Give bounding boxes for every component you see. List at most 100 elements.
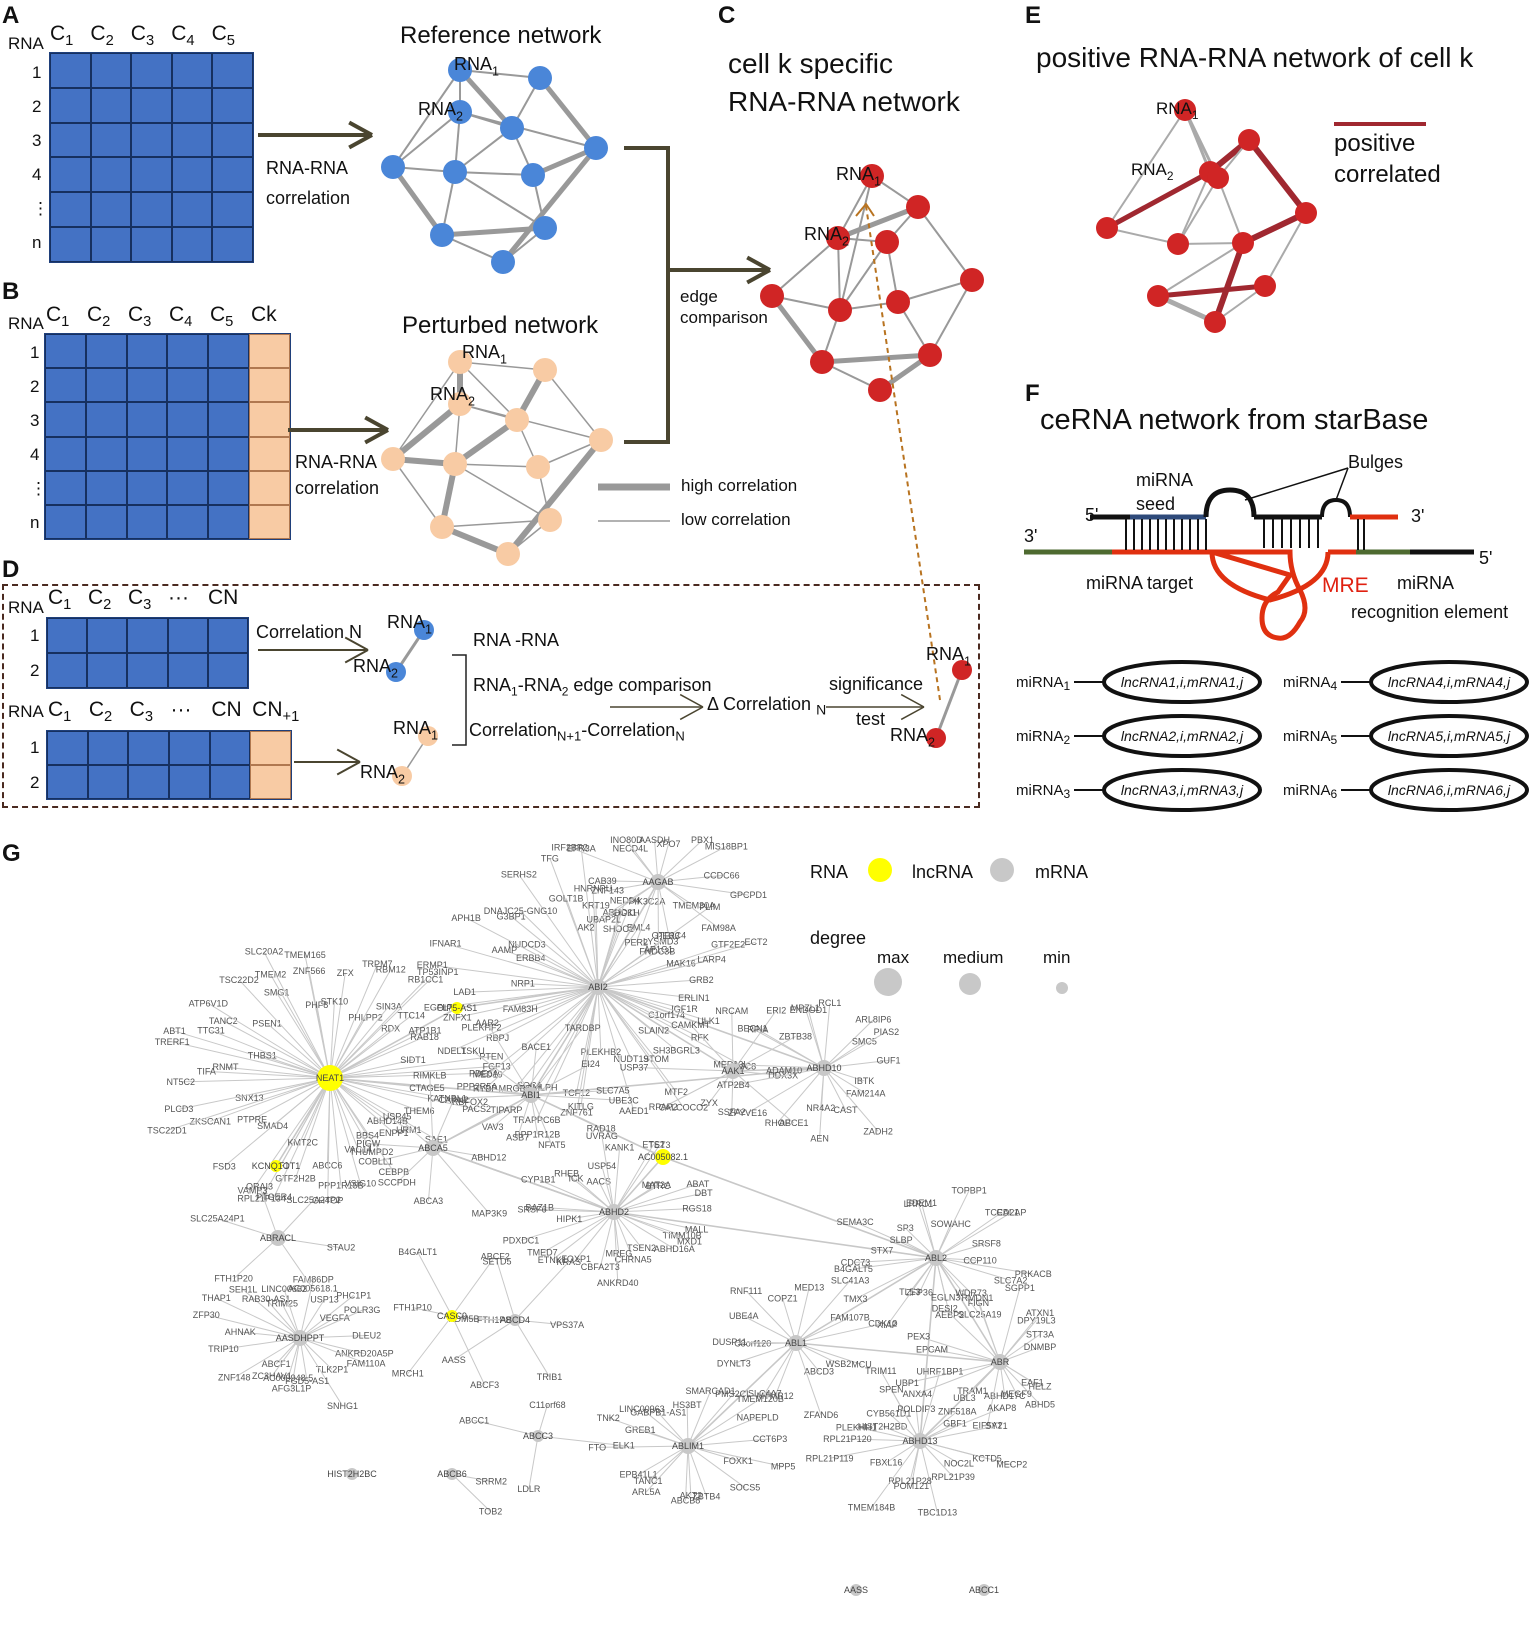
dashed-pointer-head [855, 202, 875, 217]
gene-label: PTPRE [237, 1115, 267, 1125]
gene-label: SMC5 [852, 1036, 877, 1046]
network-edge [597, 986, 654, 1032]
gene-label: DESI2 [932, 1304, 958, 1314]
perturbed-network-title: Perturbed network [402, 312, 599, 339]
gene-label: PDE6A [469, 1068, 499, 1078]
network-edge [641, 1408, 689, 1447]
network-edge [613, 1192, 704, 1213]
network-edge [454, 463, 551, 521]
network-edge [999, 1287, 1021, 1363]
gene-label: TCF12 [563, 1088, 591, 1098]
network-edge [217, 1218, 279, 1239]
gene-label: THBS1 [248, 1051, 277, 1061]
matrix-cell [212, 192, 253, 228]
panel-label-a: A [2, 2, 20, 29]
matrix-cell [169, 731, 210, 765]
network-node [500, 116, 524, 140]
cerna-ellipse [1102, 768, 1262, 812]
hub-label: ABHD10 [806, 1063, 841, 1073]
network-edge [935, 1257, 1034, 1275]
network-edge [518, 874, 599, 988]
network-edge [823, 1031, 887, 1069]
hub-node [655, 1149, 671, 1165]
row-header-d-bottom: RNA [8, 702, 44, 721]
gene-label: CHRNA5 [615, 1254, 652, 1264]
gene-label: PLEKHF2 [462, 1023, 502, 1033]
network-edge [613, 1211, 675, 1250]
network-edge [528, 986, 599, 1086]
gene-label: VAMP3 [237, 1185, 267, 1195]
network-edge [597, 986, 667, 1016]
matrix-cell [45, 402, 86, 437]
matrix-cell [126, 470, 168, 505]
network-node [381, 447, 405, 471]
matrix-cell [208, 470, 250, 505]
gene-label: MECP2 [996, 1460, 1027, 1470]
gene-label: KRT19 [582, 900, 610, 910]
network-edge [687, 1445, 692, 1496]
gene-label: XIAP [877, 1320, 898, 1330]
gene-label: MXD1 [677, 1236, 702, 1246]
gene-label: LDLR [517, 1484, 541, 1494]
gene-label: BACE1 [522, 1042, 552, 1052]
network-edge [329, 1077, 428, 1089]
gene-label: AASDH [639, 835, 670, 845]
gene-label: GABPB1-AS1 [630, 1408, 686, 1418]
network-edge [837, 204, 919, 241]
gene-label: PEX3 [907, 1332, 930, 1342]
matrix-cell [212, 53, 253, 88]
gene-label: NUDT19 [614, 1054, 649, 1064]
matrix-cell [50, 53, 91, 88]
network-edge [539, 1206, 615, 1213]
gene-label: TSKU [461, 1046, 485, 1056]
gene-label: AP1G1 [644, 945, 673, 955]
positive-network [1096, 99, 1317, 333]
network-edge [172, 1041, 331, 1079]
gene-label: ABCF1 [262, 1359, 291, 1369]
edge-comparison-label-1: edge [680, 287, 718, 306]
matrix-cell [90, 227, 132, 262]
gene-label: SOC4 [517, 1081, 542, 1091]
gene-label: PRKACB [1015, 1269, 1052, 1279]
gene-label: SLC7A2 [994, 1275, 1028, 1285]
reference-network-title: Reference network [400, 22, 602, 49]
gene-label: ANXA4 [903, 1389, 933, 1399]
gene-label: KATNBL1 [427, 1094, 466, 1104]
panel-label-f: F [1025, 380, 1040, 407]
network-edge [764, 1342, 797, 1394]
gene-label: EI24 [581, 1059, 600, 1069]
d-top-rna1-node [414, 620, 434, 640]
gene-label: CEBPB [379, 1167, 410, 1177]
gene-label: FOXP1 [561, 1254, 591, 1264]
hub-label: HIST2H2BC [327, 1469, 377, 1479]
perturbed-network [381, 350, 613, 566]
network-edge [329, 1015, 412, 1079]
network-edge [445, 943, 599, 988]
network-edge [601, 1135, 615, 1213]
gene-label: ANKRD40 [597, 1278, 639, 1288]
arrow-d-delta-head [679, 693, 704, 708]
network-edge [999, 1312, 1041, 1363]
network-edge [613, 1211, 634, 1260]
hub-label: ABCC3 [523, 1431, 553, 1441]
five-prime-right: 5' [1479, 548, 1493, 568]
row-number: 1 [30, 342, 40, 362]
network-node [960, 268, 984, 292]
network-node [448, 58, 472, 82]
network-edge [530, 1089, 613, 1096]
cerna-mirna-label: miRNA1 [1016, 674, 1071, 693]
matrix-cell [85, 436, 127, 471]
cerna-network: PACS2RBFOX2THEM6SAE1ABHD14BENPP1URM1CEBP… [147, 835, 1056, 1596]
network-edge [536, 986, 599, 1121]
gene-label: AFG3L1P [272, 1384, 312, 1394]
network-edge [251, 1077, 331, 1191]
gene-label: STOM [643, 1054, 669, 1064]
gene-label: RHOF [765, 1118, 791, 1128]
gene-label: DLEU2 [352, 1330, 381, 1340]
gene-label: CCT6P3 [753, 1434, 788, 1444]
cerna-ellipse [1369, 714, 1529, 758]
hub-node [270, 1160, 282, 1172]
network-edge [855, 1257, 937, 1263]
gene-label: HIST2H2BD [858, 1421, 908, 1431]
matrix-cell [50, 122, 91, 158]
